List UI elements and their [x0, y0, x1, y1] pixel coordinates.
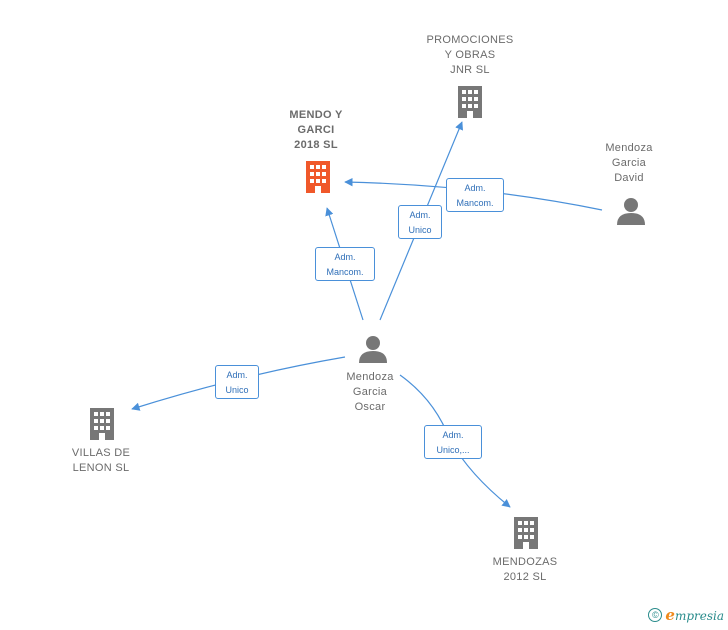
copyright-icon: © — [648, 608, 663, 622]
person-icon[interactable] — [357, 334, 389, 364]
edge-label-david-mendo[interactable]: Adm. Mancom. — [446, 178, 504, 212]
person-icon[interactable] — [615, 196, 647, 226]
node-label-oscar[interactable]: Mendoza Garcia Oscar — [346, 371, 394, 413]
node-label-villas[interactable]: VILLAS DE LENON SL — [71, 447, 131, 474]
building-icon[interactable] — [511, 515, 541, 549]
building-icon[interactable] — [455, 84, 485, 118]
node-label-david[interactable]: Mendoza Garcia David — [605, 142, 653, 184]
building-icon[interactable] — [87, 406, 117, 440]
node-label-mendo[interactable]: MENDO Y GARCI 2018 SL — [289, 109, 343, 151]
brand-logo: empresia — [665, 606, 724, 624]
edge-label-oscar-mendo[interactable]: Adm. Mancom. — [315, 247, 375, 281]
node-label-promociones[interactable]: PROMOCIONES Y OBRAS JNR SL — [426, 34, 514, 76]
edge-label-oscar-mendozas[interactable]: Adm. Unico,... — [424, 425, 482, 459]
edge-label-oscar-villas[interactable]: Adm. Unico — [215, 365, 259, 399]
building-icon-highlight[interactable] — [303, 159, 333, 193]
brand-footer[interactable]: © empresia — [648, 606, 724, 624]
node-label-mendozas[interactable]: MENDOZAS 2012 SL — [492, 556, 558, 583]
edge-label-oscar-promociones[interactable]: Adm. Unico — [398, 205, 442, 239]
